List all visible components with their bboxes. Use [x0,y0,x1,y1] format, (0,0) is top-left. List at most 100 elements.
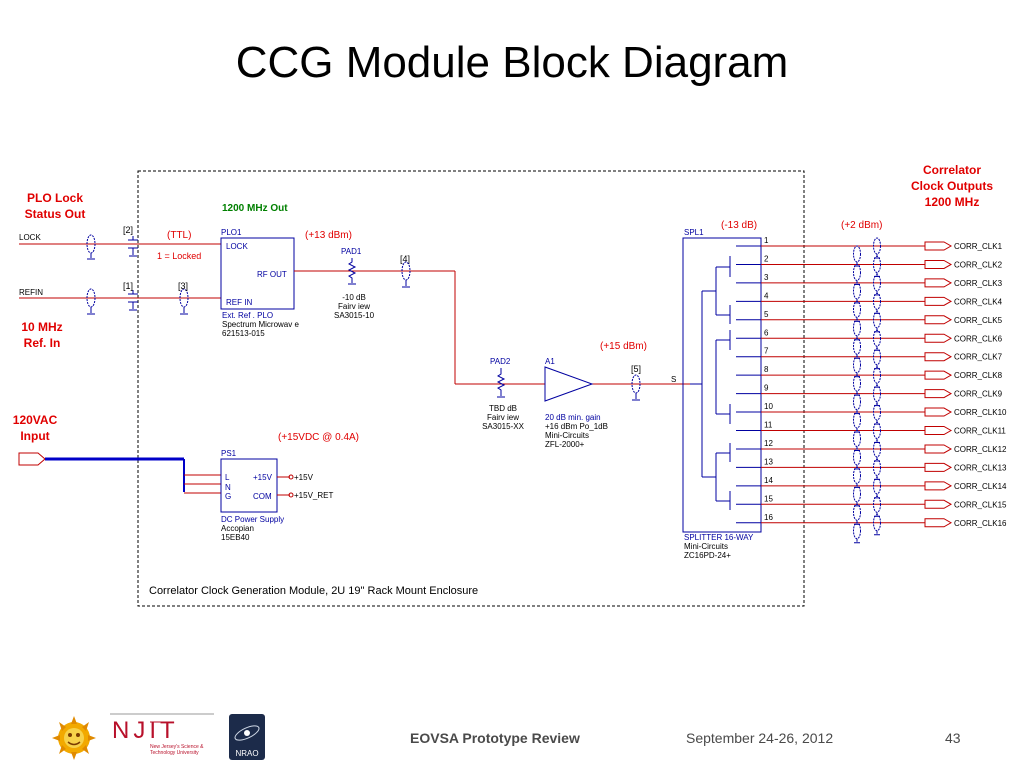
ps1-pin-n: N [225,483,231,492]
plo1-rfout-pin: RF OUT [257,270,287,279]
output-ferrite [873,422,881,443]
outputs-title-1: Correlator [923,163,981,177]
output-connector [924,462,953,472]
splitter-port-number: 6 [764,328,769,337]
pad1-desc-3: SA3015-10 [334,311,375,320]
output-connector [924,389,953,399]
plo1-desc-1: Ext. Ref . PLO [222,311,273,320]
plo1-desc-3: 621513-015 [222,329,265,338]
output-ferrite [873,366,881,388]
output-label: CORR_CLK7 [954,353,1003,362]
output-connector [924,259,953,269]
a1-amplifier [544,366,594,402]
output-ferrite [873,440,881,462]
refin-signal-label: REFIN [19,288,43,297]
output-ferrite [853,282,861,304]
output-ferrite [873,477,881,499]
output-label: CORR_CLK11 [954,427,1006,436]
output-connector [924,499,953,509]
enclosure-label: Correlator Clock Generation Module, 2U 1… [149,585,478,597]
output-label: CORR_CLK13 [954,463,1007,472]
pad1-desc-1: -10 dB [342,293,366,302]
enclosure-border [137,170,805,607]
output-ferrite [853,430,861,451]
splitter-port-number: 10 [764,402,773,411]
outputs-group: 1CORR_CLK12CORR_CLK23CORR_CLK34CORR_CLK4… [736,236,1007,544]
output-ferrite [853,356,861,378]
output-label: CORR_CLK6 [954,334,1003,343]
plo1-lock-pin: LOCK [226,242,248,251]
p15v-net: +15V [294,473,314,482]
pad2-ref: PAD2 [490,357,511,366]
splitter-port-number: 14 [764,476,773,485]
ps1-com-pin: COM [253,492,272,501]
njit-tagline-1: New Jersey's Science & [150,744,204,750]
njit-tagline-2: Technology University [150,750,199,756]
output-ferrite [853,245,861,267]
plo1-refin-pin: REF IN [226,298,252,307]
output-label: CORR_CLK4 [954,297,1003,306]
ret-net: +15V_RET [294,491,333,500]
output-ferrite [853,466,861,488]
lock-ferrite [86,234,96,260]
pad2-desc-1: TBD dB [489,404,517,413]
a1-desc-1: 20 dB min. gain [545,413,601,422]
output-label: CORR_CLK2 [954,260,1003,269]
ps1-block [220,458,278,513]
vac-label-1: 120VAC [13,413,58,427]
nrao-logo: NRAO [229,714,265,760]
output-ferrite [853,522,861,544]
splitter-port-number: 5 [764,310,769,319]
output-ferrite [853,411,861,433]
output-connector [924,518,953,528]
output-label: CORR_CLK15 [954,500,1007,509]
plo-lock-label-2: Status Out [25,207,86,221]
lock-capacitor [128,236,138,257]
output-ferrite [873,458,881,480]
output-ferrite [873,403,881,425]
output-ferrite [873,514,881,536]
output-label: CORR_CLK3 [954,279,1003,288]
nrao-wordmark: NRAO [235,749,258,758]
pad1-attenuator [347,258,357,285]
output-label: CORR_CLK12 [954,445,1007,454]
outputs-title-3: 1200 MHz [925,195,980,209]
p13dbm-note: (+13 dBm) [305,230,352,241]
splitter-port-number: 8 [764,365,769,374]
ref-2-label: [2] [123,225,133,235]
output-connector [924,481,953,491]
output-ferrite [853,374,861,396]
lock-signal-label: LOCK [19,233,41,242]
sun-logo [52,716,96,760]
spl1-desc-3: ZC16PD-24+ [684,551,731,560]
output-ferrite [853,337,861,359]
splitter-port-number: 15 [764,494,773,503]
output-label: CORR_CLK10 [954,408,1007,417]
splitter-port-number: 13 [764,457,773,466]
plo-lock-label-1: PLO Lock [27,191,83,205]
ref-4-label: [4] [400,254,410,264]
ret-terminal [288,492,294,498]
spl1-subtree [716,256,731,510]
output-ferrite [853,300,861,322]
spl1-desc-2: Mini-Circuits [684,542,728,551]
output-label: CORR_CLK8 [954,371,1003,380]
amp-out-ferrite [631,374,641,401]
splitter-port-number: 4 [764,291,769,300]
a1-desc-4: ZFL-2000+ [545,440,585,449]
pad2-desc-3: SA3015-XX [482,422,524,431]
spl1-desc-1: SPLITTER 16-WAY [684,533,754,542]
ps1-pin-l: L [225,473,230,482]
splitter-port-number: 1 [764,236,769,245]
vac-label-2: Input [20,429,49,443]
ps1-desc-1: DC Power Supply [221,515,284,524]
output-ferrite [873,385,881,407]
output-connector [924,241,953,251]
m13db-note: (-13 dB) [721,220,757,231]
footer-event: EOVSA Prototype Review [410,730,580,746]
njit-wordmark: NJIT [112,717,179,744]
ps1-desc-3: 15EB40 [221,533,250,542]
refin-ferrite-1 [86,288,96,315]
output-ferrite [873,329,881,351]
output-ferrite [873,311,881,333]
